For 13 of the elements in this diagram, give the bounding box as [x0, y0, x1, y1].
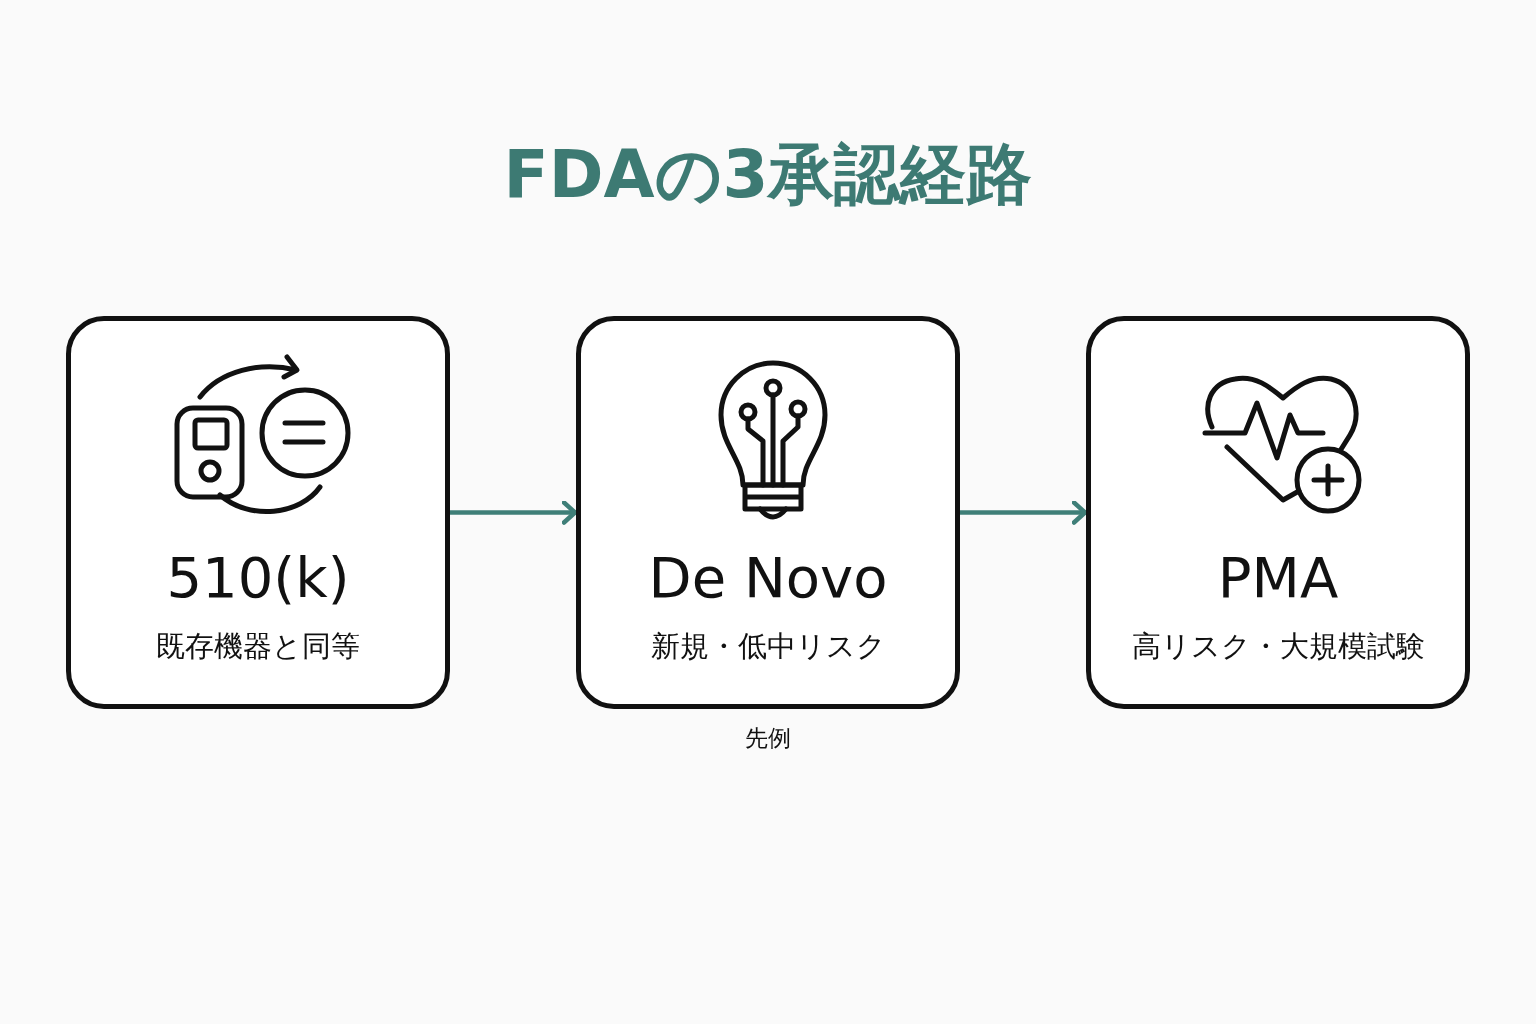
arrow — [450, 500, 578, 525]
pathway-card — [1086, 316, 1470, 709]
pathway-name: 510(k) — [166, 545, 350, 611]
pathway-description: 新規・低中リスク — [650, 628, 886, 665]
pathway-name: De Novo — [648, 545, 888, 611]
arrow — [960, 500, 1088, 525]
pathway-card — [576, 316, 960, 709]
pathway-card — [66, 316, 450, 709]
side-note: 先例 — [744, 724, 792, 753]
pathway-description: 既存機器と同等 — [156, 628, 360, 665]
pathway-description: 高リスク・大規模試験 — [1131, 628, 1425, 665]
diagram-title: FDAの3承認経路 — [503, 135, 1033, 215]
pathway-name: PMA — [1217, 545, 1339, 611]
